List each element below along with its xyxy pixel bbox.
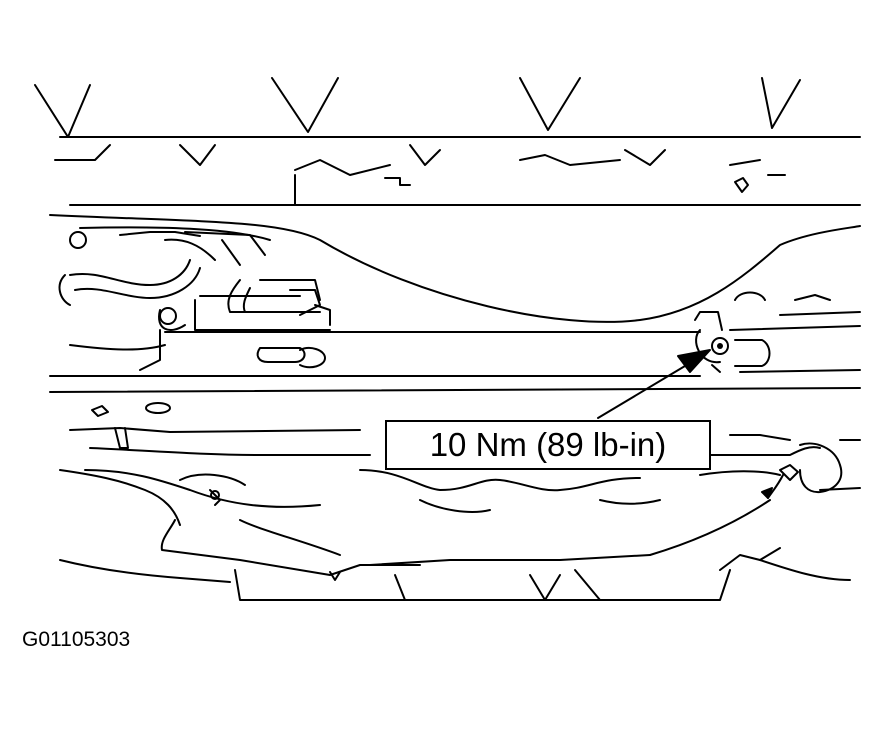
oil-pan-lower — [60, 403, 860, 600]
bolt-assembly — [695, 312, 770, 372]
figure-id: G01105303 — [22, 628, 131, 651]
upper-housing — [35, 78, 860, 205]
bolt-center — [717, 343, 723, 349]
arrow-icon — [678, 350, 710, 372]
torque-callout: 10 Nm (89 lb-in) — [385, 420, 711, 470]
torque-label: 10 Nm (89 lb-in) — [429, 426, 667, 463]
oil-pan-upper — [50, 215, 860, 370]
bolt-icon — [712, 338, 728, 354]
frame-rails — [50, 326, 860, 392]
pointer-line — [598, 363, 690, 418]
